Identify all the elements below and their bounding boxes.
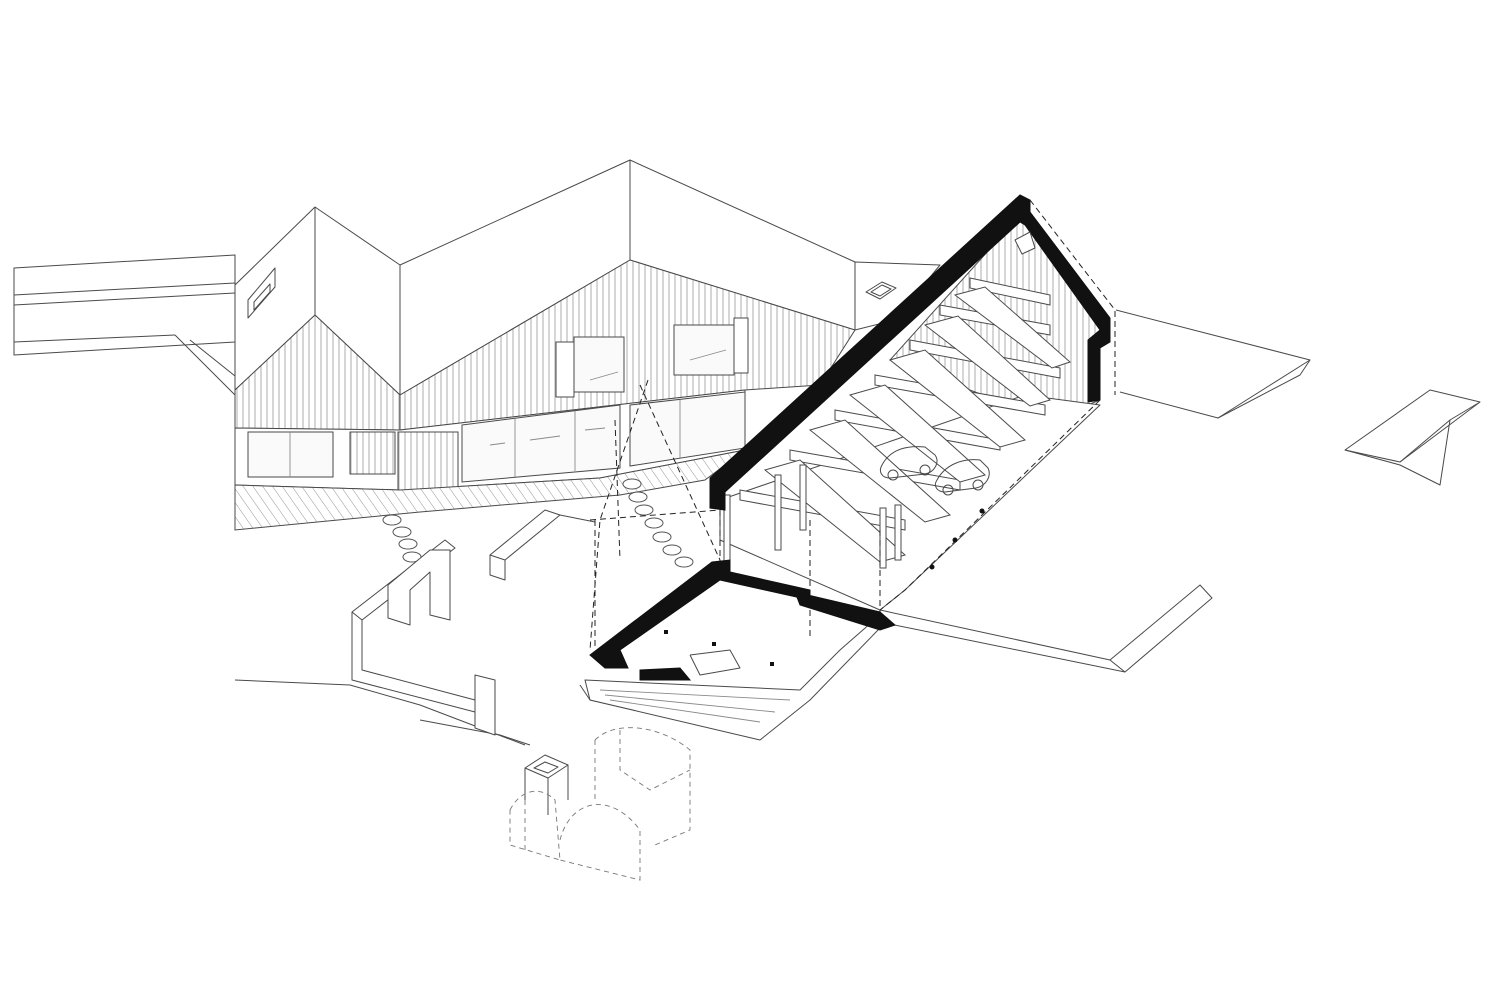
chimney <box>524 754 569 779</box>
carport <box>589 194 1116 651</box>
section-cut-floor <box>589 559 896 681</box>
section-cut-roof <box>709 194 1111 511</box>
car <box>879 446 938 481</box>
window-upper <box>555 336 625 398</box>
car <box>934 459 990 496</box>
glazing <box>247 391 746 491</box>
stepping-stones <box>382 478 694 568</box>
skylight <box>247 267 276 319</box>
terrain-lines <box>13 254 1481 746</box>
main-house <box>234 159 941 531</box>
window-upper <box>673 317 749 376</box>
stairs <box>599 689 791 723</box>
deck <box>234 449 746 531</box>
skylight <box>865 281 897 300</box>
projection-lines <box>589 199 1116 651</box>
vault-ghost <box>509 727 691 881</box>
posts <box>723 464 902 569</box>
